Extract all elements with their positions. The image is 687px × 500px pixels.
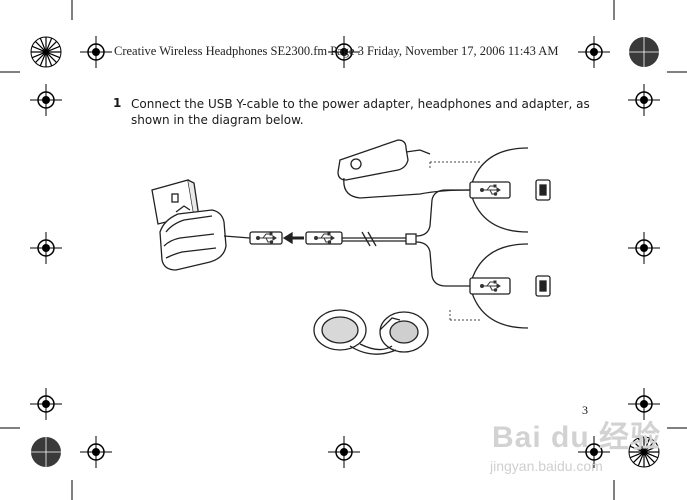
step-instruction: Connect the USB Y-cable to the power ada… (131, 97, 590, 127)
registration-mark-icon (79, 35, 113, 69)
y-splitter (405, 189, 470, 287)
watermark-brand: Bai du 经验 (492, 421, 662, 454)
power-adapter (159, 205, 251, 271)
registration-mark-icon (627, 83, 661, 117)
headphones (313, 309, 429, 355)
registration-mark-icon (627, 231, 661, 265)
callout-headphone-port (469, 243, 551, 329)
registration-mark-icon (29, 83, 63, 117)
page-number: 3 (582, 403, 588, 417)
registration-mark-icon (327, 435, 361, 469)
running-header: Creative Wireless Headphones SE2300.fm P… (114, 44, 559, 58)
registration-mark-icon (577, 35, 611, 69)
callout-adapter-port (469, 147, 551, 233)
watermark-url: jingyan.baidu.com (490, 458, 603, 474)
usb-connector-left (249, 231, 283, 245)
registration-mark-icon (30, 36, 62, 68)
step-number: 1 (113, 96, 122, 110)
arrow-left-icon (282, 231, 304, 245)
usb-connector-cable (305, 231, 410, 247)
leader-lines (429, 161, 482, 321)
connection-diagram (151, 139, 551, 355)
registration-mark-icon (29, 231, 63, 265)
wireless-adapter (337, 139, 471, 199)
registration-mark-icon (79, 435, 113, 469)
registration-mark-icon (29, 387, 63, 421)
